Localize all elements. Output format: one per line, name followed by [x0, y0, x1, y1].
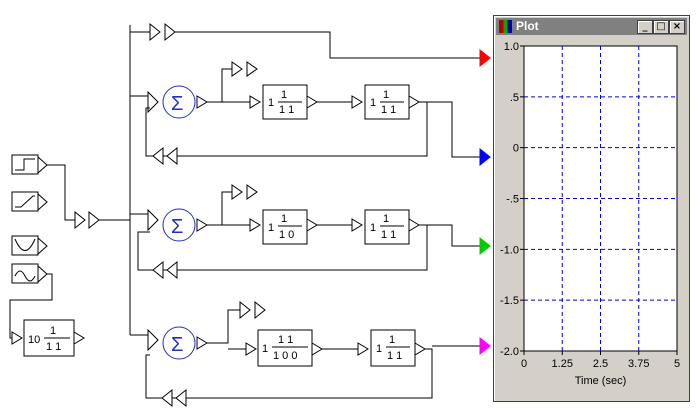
step-source-icon[interactable] — [11, 154, 48, 175]
x-axis-label: Time (sec) — [575, 375, 627, 387]
minimize-button[interactable]: _ — [637, 20, 653, 34]
svg-text:1 1: 1 1 — [46, 341, 61, 353]
svg-text:1: 1 — [370, 97, 376, 109]
input-arrow-pair — [74, 210, 100, 230]
svg-text:1: 1 — [281, 213, 287, 225]
parabola-source-icon[interactable] — [11, 235, 48, 256]
plot-input-marker-3 — [479, 236, 491, 256]
plot-input-marker-1 — [479, 48, 491, 68]
x-tick-label: 0 — [521, 358, 527, 370]
y-tick-label: .5 — [510, 92, 519, 104]
svg-text:1: 1 — [383, 213, 389, 225]
svg-text:Σ: Σ — [171, 216, 183, 238]
svg-text:1: 1 — [50, 325, 56, 337]
top-arrow-pair — [149, 22, 176, 42]
plot-app-icon — [499, 20, 512, 33]
svg-text:1 1: 1 1 — [381, 229, 396, 241]
sine-source-icon[interactable] — [11, 263, 48, 284]
svg-text:1: 1 — [268, 97, 274, 109]
svg-text:1 1: 1 1 — [387, 350, 402, 362]
svg-text:1: 1 — [281, 89, 287, 101]
ramp-source-icon[interactable] — [11, 191, 48, 212]
svg-text:1 0: 1 0 — [279, 229, 294, 241]
transfer-block-5[interactable] — [257, 329, 313, 367]
transfer-block-6[interactable] — [370, 329, 416, 367]
svg-text:1: 1 — [262, 343, 268, 355]
x-tick-label: 2.5 — [593, 358, 608, 370]
y-tick-label: -2.0 — [500, 346, 519, 358]
close-button[interactable]: × — [669, 20, 685, 34]
x-tick-label: 1.25 — [552, 358, 573, 370]
x-tick-label: 5 — [674, 358, 680, 370]
svg-text:1 0 0: 1 0 0 — [273, 350, 297, 362]
plot-window[interactable]: Plot _ □ × 0 1.25 2.5 3.75 5 1.0 .5 0 -.5 -1.0 -1.… — [493, 15, 690, 402]
svg-text:Σ: Σ — [171, 334, 183, 356]
y-tick-label: -1.0 — [500, 244, 519, 256]
svg-text:1 1: 1 1 — [279, 104, 294, 116]
sum-block-1[interactable]: Σ — [162, 85, 196, 119]
transfer-block-4[interactable] — [364, 209, 410, 245]
x-tick-label: 3.75 — [628, 358, 649, 370]
sum-block-2[interactable]: Σ — [162, 208, 196, 242]
svg-text:1: 1 — [370, 222, 376, 234]
y-tick-label: 1.0 — [504, 41, 519, 53]
y-tick-label: 0 — [513, 143, 519, 155]
plot-window-title: Plot — [516, 19, 539, 33]
plot-input-markers — [479, 48, 491, 356]
svg-text:10: 10 — [28, 334, 40, 346]
svg-text:1 1: 1 1 — [381, 104, 396, 116]
svg-text:Σ: Σ — [171, 93, 183, 115]
svg-text:1: 1 — [389, 334, 395, 346]
svg-text:1 1: 1 1 — [278, 334, 293, 346]
y-tick-label: -1.5 — [500, 295, 519, 307]
plot-input-marker-4 — [479, 336, 491, 356]
plot-input-marker-2 — [479, 147, 491, 167]
y-tick-label: -.5 — [506, 194, 519, 206]
svg-text:1: 1 — [268, 222, 274, 234]
plot-titlebar[interactable]: Plot _ □ × — [496, 18, 687, 35]
sum-block-3[interactable]: Σ — [162, 326, 196, 360]
svg-text:1: 1 — [383, 89, 389, 101]
maximize-button[interactable]: □ — [653, 20, 669, 34]
svg-text:1: 1 — [376, 343, 382, 355]
